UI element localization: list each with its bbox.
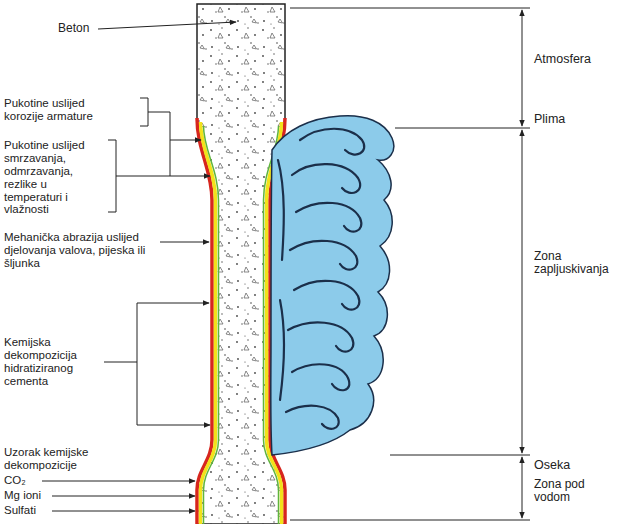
- leader-lines: [42, 22, 236, 511]
- level-label: Plima: [534, 112, 614, 126]
- damage-label: Mehanička abrazija uslijed djelovanja va…: [4, 231, 156, 270]
- level-label: Oseka: [534, 458, 614, 472]
- sea-wave: [271, 116, 394, 455]
- agent-label: Sulfati: [4, 504, 54, 517]
- damage-label: Pukotine uslijed korozije armature: [4, 97, 116, 123]
- agent-label: Mg ioni: [4, 489, 54, 502]
- damage-label: Kemijska dekompozicija hidratiziranog ce…: [4, 336, 104, 388]
- material-label: Beton: [58, 22, 118, 35]
- zone-label: Atmosfera: [534, 52, 614, 66]
- agent-label: CO₂: [4, 474, 44, 487]
- zone-label: Zona zapljuskivanja: [534, 250, 614, 277]
- zone-dimension-lines: [290, 8, 530, 520]
- zone-label: Zona pod vodom: [534, 478, 614, 505]
- damage-label: Uzorak kemijske dekompozicije: [4, 446, 116, 472]
- damage-label: Pukotine uslijed smrzavanja, odmrzavanja…: [4, 139, 104, 216]
